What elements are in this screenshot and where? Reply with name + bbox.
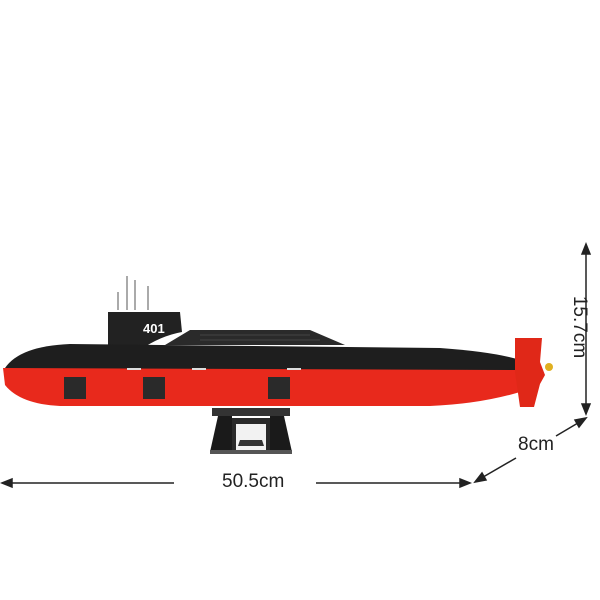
hull-number: 401 <box>143 321 165 336</box>
tail-fin <box>515 338 545 407</box>
missile-deck <box>165 330 345 345</box>
width-label: 8cm <box>518 434 554 455</box>
periscopes <box>117 276 149 310</box>
hull-bottom <box>3 368 520 406</box>
display-stand <box>210 408 292 454</box>
conning-tower <box>108 312 182 352</box>
hull-panels <box>64 377 290 399</box>
propeller <box>545 363 553 371</box>
length-label: 50.5cm <box>222 471 285 492</box>
height-label: 15.7cm <box>569 295 591 359</box>
dimension-arrows <box>0 241 592 489</box>
hull-top <box>5 344 520 372</box>
